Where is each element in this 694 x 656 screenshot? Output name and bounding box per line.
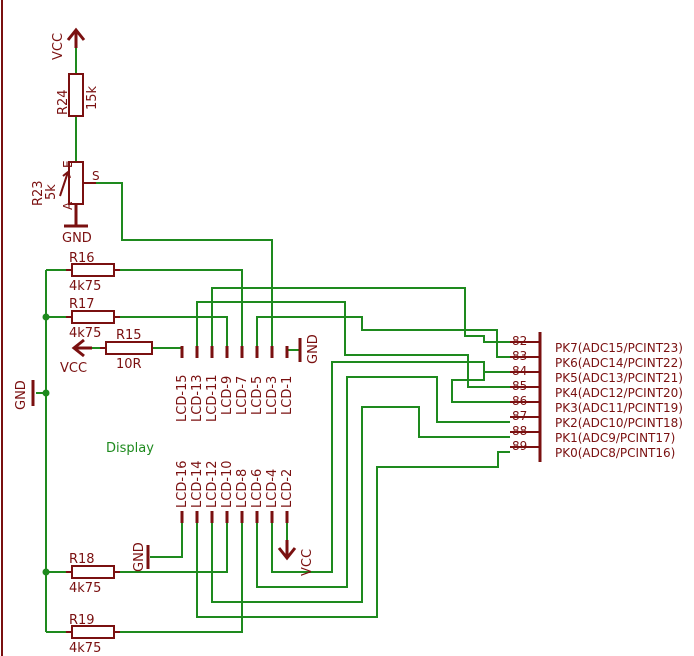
r23-pin-s: S — [92, 169, 100, 183]
resistor-r19 — [66, 625, 120, 639]
resistor-r18 — [66, 565, 120, 579]
vcc-label-bottom: VCC — [300, 549, 315, 576]
resistor-r16 — [66, 263, 120, 277]
wire-r18-lcd10 — [120, 515, 228, 573]
lcd-top-label: LCD-11 — [205, 374, 220, 422]
connector-pin-number: 87 — [512, 409, 527, 423]
r24-name: R24 — [56, 89, 71, 115]
wire-r19-lcd8 — [120, 515, 243, 633]
lcd-top-pins — [180, 346, 289, 358]
connector-pin-number: 82 — [512, 334, 527, 348]
gnd-label-lcd1: GND — [306, 334, 321, 364]
wire-lcd14-pk0 — [196, 451, 510, 618]
lcd-bottom-label: LCD-2 — [280, 469, 295, 508]
wire-r16-lcd7 — [120, 269, 243, 346]
potentiometer-r23 — [59, 161, 96, 228]
wire-lcd1-gnd — [286, 346, 300, 351]
lcd-top-label: LCD-5 — [250, 376, 265, 415]
connector-pin-number: 88 — [512, 424, 527, 438]
resistor-r15 — [100, 341, 153, 355]
r23-pin-e: E — [61, 160, 75, 168]
display-label: Display — [106, 441, 154, 456]
connector-pin-number: 86 — [512, 394, 527, 408]
wire-lcd12-pk1 — [211, 406, 510, 603]
gnd-label-lcd16: GND — [132, 542, 147, 572]
r23-value: 5k — [44, 184, 59, 200]
r23-pin-a: A — [61, 201, 75, 210]
lcd-top-label: LCD-15 — [175, 374, 190, 422]
connector-pin-name: PK4(ADC12/PCINT20) — [555, 386, 683, 400]
vcc-symbol-top — [66, 27, 86, 48]
lcd-bottom-pins — [180, 511, 289, 523]
resistor-r24-body — [68, 73, 84, 117]
lcd-bottom-label: LCD-6 — [250, 469, 265, 508]
parts — [31, 27, 542, 639]
wire-r17-lcd9 — [120, 316, 228, 346]
r19-name: R19 — [69, 613, 95, 628]
gnd-label-left: GND — [14, 380, 29, 410]
junction-node — [42, 313, 50, 321]
wire-lcd5-pk6 — [256, 316, 510, 358]
r15-value: 10R — [116, 357, 142, 372]
wire-lcd16-gnd — [150, 515, 183, 558]
connector-pin-number: 89 — [512, 439, 527, 453]
r24-value: 15k — [85, 85, 100, 110]
connector-pin-name: PK5(ADC13/PCINT21) — [555, 371, 683, 385]
r17-value: 4k75 — [69, 326, 101, 341]
vcc-label-left: VCC — [60, 361, 87, 376]
connector-pin-number: 85 — [512, 379, 527, 393]
lcd-bottom-label: LCD-16 — [175, 460, 190, 508]
lcd-top-label: LCD-7 — [235, 376, 250, 415]
connector-pin-name: PK7(ADC15/PCINT23) — [555, 341, 683, 355]
lcd-bottom-label: LCD-14 — [190, 460, 205, 508]
wire-lcd4-pk5 — [271, 361, 485, 573]
vcc-label-top: VCC — [51, 33, 66, 60]
r18-name: R18 — [69, 552, 95, 567]
junction-node — [42, 389, 50, 397]
r16-name: R16 — [69, 251, 95, 266]
r23-name: R23 — [31, 180, 46, 206]
connector-pin-name: PK2(ADC10/PCINT18) — [555, 416, 683, 430]
lcd-bottom-label: LCD-10 — [220, 460, 235, 508]
lcd-bottom-label: LCD-4 — [265, 469, 280, 508]
labels: VCC R24 15k E A S R23 5k GND R16 4k75 R1… — [14, 33, 683, 656]
connector-pin-name: PK6(ADC14/PCINT22) — [555, 356, 683, 370]
gnd-label-pot: GND — [62, 231, 92, 246]
r18-value: 4k75 — [69, 581, 101, 596]
r15-name: R15 — [116, 328, 142, 343]
wire-r15-lcd15 — [152, 346, 183, 349]
connector-pin-number: 83 — [512, 349, 527, 363]
connector-pin-number: 84 — [512, 364, 527, 378]
wire-wiper-lcd3 — [96, 182, 273, 346]
r17-name: R17 — [69, 297, 95, 312]
lcd-top-label: LCD-9 — [220, 376, 235, 415]
wires — [36, 48, 510, 633]
junction-node — [42, 568, 50, 576]
wire-lcd6-pk2 — [256, 376, 510, 588]
resistor-r17 — [66, 310, 120, 324]
lcd-bottom-label: LCD-12 — [205, 460, 220, 508]
vcc-symbol-left — [71, 338, 92, 358]
r19-value: 4k75 — [69, 641, 101, 656]
lcd-top-label: LCD-1 — [280, 376, 295, 415]
wire-lcd13-pk4 — [196, 301, 510, 388]
connector-header — [510, 332, 542, 462]
wire-pk5-loop — [451, 371, 510, 403]
lcd-bottom-label: LCD-8 — [235, 469, 250, 508]
connector-pin-name: PK3(ADC11/PCINT19) — [555, 401, 683, 415]
lcd-top-label: LCD-13 — [190, 374, 205, 422]
lcd-top-label: LCD-3 — [265, 376, 280, 415]
connector-pin-name: PK1(ADC9/PCINT17) — [555, 431, 675, 445]
vcc-symbol-bottom — [277, 540, 297, 561]
r16-value: 4k75 — [69, 279, 101, 294]
wire-lcd11-pk7 — [211, 287, 510, 346]
connector-pin-name: PK0(ADC8/PCINT16) — [555, 446, 675, 460]
